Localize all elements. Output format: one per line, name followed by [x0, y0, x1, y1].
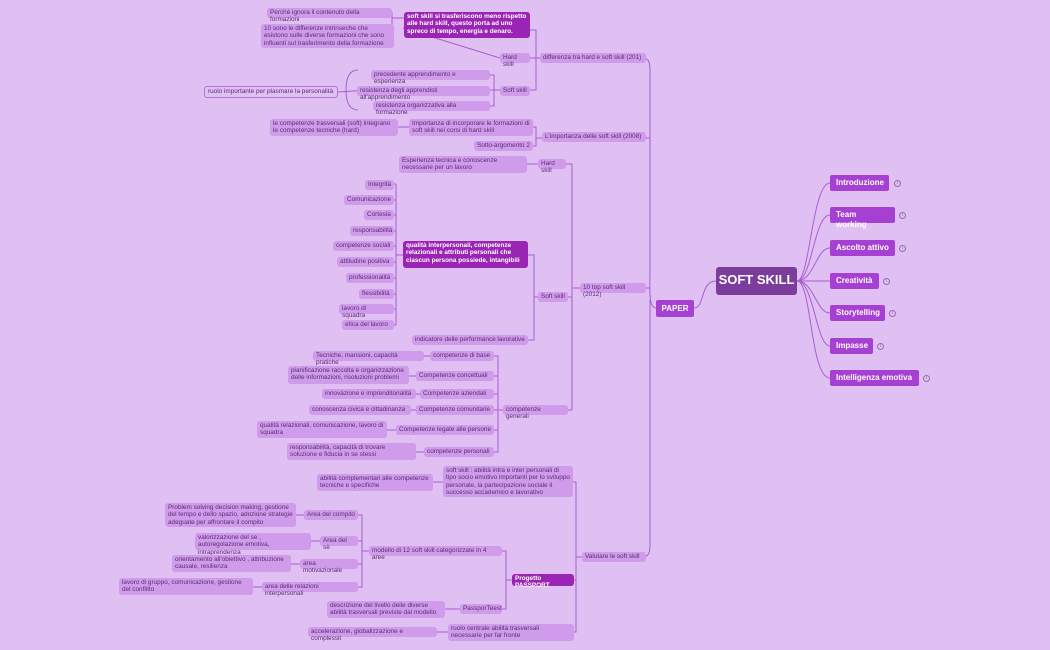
topic-impasse[interactable]: Impasse [830, 338, 873, 354]
valutare-abilita-node[interactable]: soft skill : abilità intra e inter perso… [443, 466, 573, 497]
diff-soft-item-2[interactable]: resistenza degli apprendisti all'apprend… [357, 86, 490, 101]
generali-personali-desc[interactable]: responsabilità, capacità di trovare solu… [287, 443, 416, 460]
note-icon[interactable]: i [899, 212, 906, 219]
note-icon[interactable]: i [877, 343, 884, 350]
top10-soft-node[interactable]: Soft skill [538, 292, 568, 302]
note-icon[interactable]: i [894, 180, 901, 187]
valutare-motiv-node[interactable]: area motivazionale [300, 559, 358, 574]
generali-persone-desc[interactable]: qualità relazionali, comunicazione, lavo… [257, 421, 387, 438]
topic-intelligenza-emotiva[interactable]: Intelligenza emotiva [830, 370, 919, 386]
generali-title-node[interactable]: competenze generali [503, 405, 568, 420]
generali-personali-node[interactable]: competenze personali [424, 447, 494, 457]
importanza-incorporare-node[interactable]: Importanza di incorporare le formazioni … [409, 119, 533, 136]
top10-title-node[interactable]: 10 top soft skill (2012) [580, 283, 646, 298]
top10-item[interactable]: etica del lavoro [342, 320, 394, 330]
generali-comunit-node[interactable]: Competenze comunitarie [416, 405, 494, 415]
top10-item[interactable]: lavoro di squadra [339, 304, 394, 319]
valutare-compito-desc[interactable]: Problem solving decision making, gestion… [165, 503, 296, 527]
generali-base-desc[interactable]: Tecniche, mansioni, capacità pratiche [313, 351, 424, 366]
note-icon[interactable]: i [889, 310, 896, 317]
generali-aziend-node[interactable]: Competenze aziendali [420, 389, 494, 399]
top10-item[interactable]: professionalità [346, 273, 394, 283]
diff-hard-main-node[interactable]: soft skill si trasferiscono meno rispett… [404, 12, 530, 38]
importanza-title-node[interactable]: L'importanza delle soft skill (2008) [542, 132, 646, 142]
diff-ruolo-node[interactable]: ruolo importante per plasmare la persona… [204, 86, 338, 98]
valutare-se-desc[interactable]: valorizzazione del se , autoregolazione … [195, 533, 311, 556]
valutare-se-node[interactable]: Area del sè [320, 536, 358, 551]
valutare-passportest-node[interactable]: PassporTeest [460, 604, 502, 614]
top10-soft-desc-node[interactable]: qualità interpersonali, competenze relaz… [403, 241, 528, 268]
generali-comunit-desc[interactable]: conoscenza civica e cittadinanza [309, 405, 411, 415]
generali-base-node[interactable]: competenze di base [430, 351, 494, 361]
valutare-complementari-node[interactable]: abilità complementari alle competenze te… [317, 474, 433, 491]
valutare-title-node[interactable]: Valutare le soft skill [582, 552, 646, 562]
valutare-passport-node[interactable]: Progetto PASSPORT [512, 574, 574, 589]
generali-persone-node[interactable]: Competenze legate alle persone [396, 425, 494, 435]
importanza-integrano-node[interactable]: le competenze trasversali (soft) integra… [270, 119, 398, 136]
diff-soft-item-1[interactable]: precedente apprendimento e esperienza [371, 70, 490, 85]
diff-soft-node[interactable]: Soft skill [500, 86, 530, 96]
top10-item[interactable]: Integrità [365, 180, 394, 190]
topic-paper[interactable]: PAPER [656, 300, 694, 317]
valutare-accel-node[interactable]: accelerazione, globalizzazione e comples… [308, 627, 437, 642]
top10-item[interactable]: attitudine positiva [337, 257, 394, 267]
top10-item[interactable]: responsabilità [350, 226, 394, 236]
topic-team-working[interactable]: Team working [830, 207, 895, 229]
top10-item[interactable]: Comunicazione [344, 195, 394, 205]
valutare-passportest-desc[interactable]: descrizione del livello delle diverse ab… [327, 601, 445, 618]
topic-creativita[interactable]: Creatività [830, 273, 879, 289]
valutare-modello-node[interactable]: modello di 12 soft skill categorizzate i… [369, 546, 502, 561]
valutare-relaz-node[interactable]: area delle relazioni interpersonali [262, 582, 358, 597]
diff-hard-differences-node[interactable]: 10 sono le differenze intrinseche che es… [261, 24, 394, 48]
valutare-compito-node[interactable]: Area del compito [304, 510, 358, 520]
top10-item[interactable]: flessibilità [359, 289, 394, 299]
importanza-sotto-node[interactable]: Sotto-argomento 2 [474, 141, 533, 151]
diff-hard-node[interactable]: Hard skill [500, 53, 530, 68]
diff-soft-item-3[interactable]: resistenza organizzativa alla formazione [373, 101, 490, 116]
generali-aziend-desc[interactable]: innovazione e imprenditorialità [322, 389, 416, 399]
valutare-relaz-desc[interactable]: lavoro di gruppo, comunicazione, gestion… [119, 578, 253, 595]
valutare-ruolo-node[interactable]: ruolo centrale abilità trasversali neces… [448, 624, 574, 641]
top10-hard-desc-node[interactable]: Esperienza tecnica e conoscenze necessar… [399, 156, 527, 173]
top10-hard-node[interactable]: Hard skill [538, 159, 566, 174]
top10-item[interactable]: Cortesia [364, 210, 394, 220]
note-icon[interactable]: i [923, 375, 930, 382]
generali-concett-desc[interactable]: pianificazione raccolta e organizzazione… [288, 366, 409, 384]
topic-ascolto-attivo[interactable]: Ascolto attivo [830, 240, 895, 256]
diff-title-node[interactable]: differenza tra hard e soft skill (201) [540, 53, 646, 63]
valutare-motiv-desc[interactable]: orientamento all'obiettivo , attribuzion… [172, 555, 291, 572]
root-node[interactable]: SOFT SKILL [716, 267, 797, 295]
note-icon[interactable]: i [899, 245, 906, 252]
topic-introduzione[interactable]: Introduzione [830, 175, 889, 191]
note-icon[interactable]: i [883, 278, 890, 285]
top10-indicatore-node[interactable]: indicatore delle performance lavorative [412, 335, 528, 345]
generali-concett-node[interactable]: Competenze concettuali [416, 371, 494, 381]
top10-item[interactable]: competenze sociali [333, 241, 394, 251]
topic-storytelling[interactable]: Storytelling [830, 305, 885, 321]
diff-hard-question-node[interactable]: Perchè ignora il contenuto della formazi… [267, 8, 392, 23]
